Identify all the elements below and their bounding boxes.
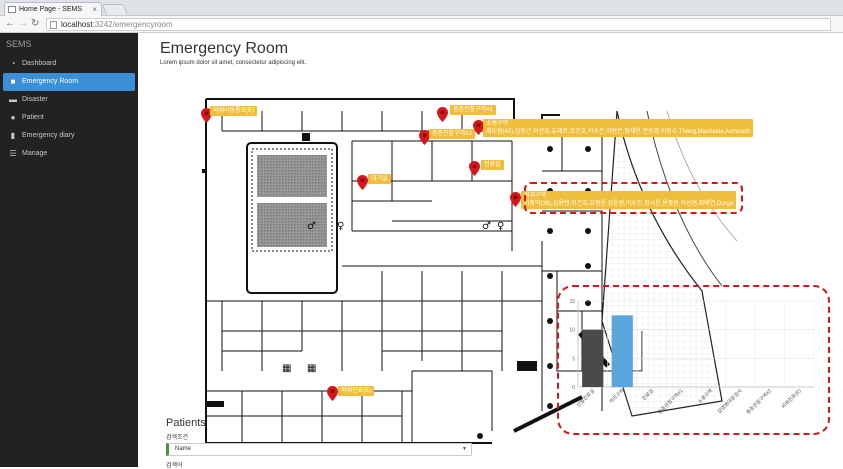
- forward-arrow-icon[interactable]: →: [18, 18, 28, 29]
- patients-heading: Patients: [166, 417, 206, 429]
- keyword-label: 검색어: [166, 463, 183, 469]
- list-icon: ☰: [9, 149, 17, 158]
- main-content: Emergency Room Lorem ipsum dolor sit ame…: [138, 33, 843, 469]
- browser-tab-strip: Home Page - SEMS ×: [0, 0, 843, 16]
- svg-text:♂: ♂: [307, 221, 316, 232]
- map-pin-icon[interactable]: [357, 175, 368, 190]
- chart-x-tick-label: 소생구역: [696, 387, 714, 405]
- sidebar-item-label: Disaster: [22, 96, 48, 103]
- chevron-down-icon: ▼: [462, 446, 467, 452]
- sidebar-item-dashboard[interactable]: ◔ Dashboard: [0, 55, 138, 73]
- zone-tag-resuscitation[interactable]: 소생구역 최도원(42),김동근,이건호,유재로,오건호,이수은,이현은,정재운…: [483, 119, 754, 137]
- reload-icon[interactable]: ↻: [31, 18, 40, 29]
- zone-tag-severe-observation-2[interactable]: 중증관찰구역#2: [429, 129, 475, 139]
- page-title: Emergency Room: [160, 40, 289, 57]
- sidebar-item-emergency-room[interactable]: ■ Emergency Room: [3, 73, 135, 91]
- highlight-chart: [557, 285, 830, 435]
- sidebar-item-manage[interactable]: ☰ Manage: [0, 145, 138, 163]
- sidebar-item-disaster[interactable]: ▬ Disaster: [0, 91, 138, 109]
- close-tab-icon[interactable]: ×: [92, 5, 97, 14]
- map-pin-icon[interactable]: [473, 120, 484, 135]
- chart-y-tick-label: 10: [569, 328, 575, 334]
- back-arrow-icon[interactable]: ←: [5, 18, 15, 29]
- page-subtitle: Lorem ipsum dolor sit amet, consectetur …: [160, 60, 307, 66]
- zone-tag-severe-observation-1[interactable]: 중증관찰구역#1: [450, 105, 496, 115]
- sidebar-item-label: Patient: [22, 114, 44, 121]
- map-pin-icon[interactable]: [419, 130, 430, 145]
- url-path: :3242/emergencyroom: [92, 20, 173, 29]
- chart-x-tick-label: 외래진료(E): [780, 387, 803, 410]
- zone-tag-title: 격리구역: [524, 193, 547, 199]
- sidebar-item-label: Emergency Room: [22, 78, 79, 85]
- user-icon: ●: [10, 113, 16, 122]
- browser-toolbar: ← → ↻ localhost:3242/emergencyroom: [0, 16, 843, 33]
- svg-text:▦: ▦: [307, 363, 316, 374]
- file-icon: ▮: [10, 131, 16, 140]
- video-icon: ■: [10, 77, 16, 86]
- chart-x-tick-label: 중증관찰구역#1: [656, 387, 685, 416]
- address-bar[interactable]: localhost:3242/emergencyroom: [46, 18, 831, 31]
- chart-x-tick-label: 중증관찰구역#2: [745, 387, 774, 416]
- url-host: localhost: [61, 20, 93, 29]
- chart-x-tick-label: 감염병대응검사: [716, 387, 744, 415]
- page-icon: [50, 21, 57, 29]
- car-icon: ▬: [9, 95, 17, 104]
- svg-text:♀: ♀: [337, 221, 344, 232]
- filter-select-value: Name: [175, 446, 192, 452]
- highlight-isolation-list: [524, 182, 743, 214]
- zone-tag-waiting-room[interactable]: 대기실: [368, 174, 391, 184]
- zone-tag-isolation[interactable]: 격리구역 이동익(38),김용탠,이건호,유정윤,김윤정,이수진,정시윤,윤중현…: [521, 191, 737, 209]
- chart-bar: [582, 329, 604, 387]
- chart-y-tick-label: 15: [569, 299, 575, 305]
- svg-text:♀: ♀: [497, 221, 504, 232]
- svg-text:♂: ♂: [482, 221, 491, 232]
- sidebar-item-label: Emergency diary: [22, 132, 75, 139]
- chart-x-tick-label: 진료실: [640, 387, 655, 402]
- map-pin-icon[interactable]: [201, 108, 212, 123]
- map-pin-icon[interactable]: [510, 192, 521, 207]
- sidebar-menu: ◔ Dashboard ■ Emergency Room ▬ Disaster …: [0, 55, 138, 163]
- zone-patient-list: 이동익(38),김용탠,이건호,유정윤,김윤정,이수진,정시윤,윤중현,이선현,…: [524, 201, 734, 207]
- sidebar: SEMS ◔ Dashboard ■ Emergency Room ▬ Disa…: [0, 33, 138, 467]
- filter-label: 검색조건: [166, 435, 189, 441]
- chart-x-tick-label: 격리구역: [608, 387, 626, 405]
- zone-tag-title: 소생구역: [486, 121, 509, 127]
- chart-y-tick-label: 5: [572, 356, 575, 362]
- map-pin-icon[interactable]: [437, 107, 448, 122]
- map-pin-icon[interactable]: [327, 386, 338, 401]
- sidebar-item-label: Manage: [22, 150, 48, 157]
- zone-tag-outpatient-passage[interactable]: 외래이동통로(E): [210, 106, 258, 116]
- filter-select[interactable]: Name ▼: [166, 443, 472, 456]
- map-pin-icon[interactable]: [469, 161, 480, 176]
- new-tab-button[interactable]: [101, 4, 129, 15]
- brand-logo[interactable]: SEMS: [6, 39, 32, 49]
- browser-tab-title: Home Page - SEMS: [19, 6, 83, 13]
- sidebar-item-label: Dashboard: [22, 60, 57, 67]
- sidebar-item-emergency-diary[interactable]: ▮ Emergency diary: [0, 127, 138, 145]
- svg-text:▦: ▦: [282, 363, 291, 374]
- sidebar-item-patient[interactable]: ● Patient: [0, 109, 138, 127]
- page-favicon-icon: [8, 6, 16, 13]
- chart-y-tick-label: 0: [572, 385, 575, 391]
- chart-bar: [611, 315, 633, 387]
- chart-x-tick-label: 선별진료실: [575, 387, 596, 408]
- dashboard-icon: ◔: [10, 59, 16, 68]
- zone-tag-outpatient-clinic[interactable]: 외래진료(E): [338, 386, 375, 396]
- zone-patient-list: 최도원(42),김동근,이건호,유재로,오건호,이수은,이현은,정재운,전승엽,…: [486, 129, 751, 135]
- zone-tag-clinic[interactable]: 진료실: [481, 160, 504, 170]
- browser-tab[interactable]: Home Page - SEMS ×: [4, 2, 102, 16]
